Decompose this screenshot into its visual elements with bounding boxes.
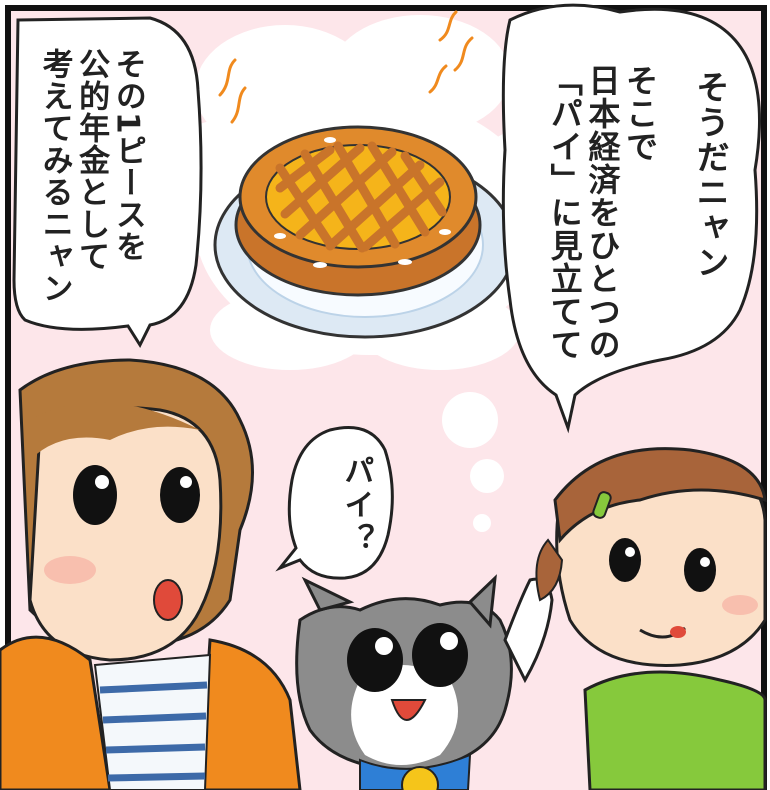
speech-line: その1ピースを bbox=[109, 48, 146, 263]
speech-line: そうだニャン bbox=[690, 70, 730, 280]
girl-character bbox=[535, 447, 767, 790]
speech-bubble-left-text: その1ピースを 公的年金として 考えてみるニャン bbox=[36, 48, 146, 304]
speech-line: パイ？ bbox=[338, 455, 374, 557]
speech-line: そこで bbox=[621, 64, 660, 163]
speech-line: 公的年金として bbox=[73, 48, 110, 272]
speech-line: 考えてみるニャン bbox=[36, 48, 73, 304]
speech-bubble-question bbox=[275, 426, 394, 580]
pie-icon bbox=[213, 125, 517, 339]
speech-line: 日本経済をひとつの bbox=[583, 64, 622, 361]
speech-bubble-left bbox=[12, 16, 203, 349]
speech-bubble-main-text-right: そうだニャン bbox=[690, 70, 730, 280]
cat-character bbox=[295, 574, 554, 790]
speech-bubble-question-text: パイ？ bbox=[338, 455, 373, 557]
speech-bubble-main bbox=[501, 3, 761, 434]
speech-bubble-main-text-left: そこで 日本経済をひとつの 「パイ」に見立てて bbox=[545, 64, 660, 361]
speech-line: 「パイ」に見立てて bbox=[545, 64, 584, 361]
steam-icon bbox=[218, 10, 474, 124]
woman-character bbox=[0, 358, 302, 790]
